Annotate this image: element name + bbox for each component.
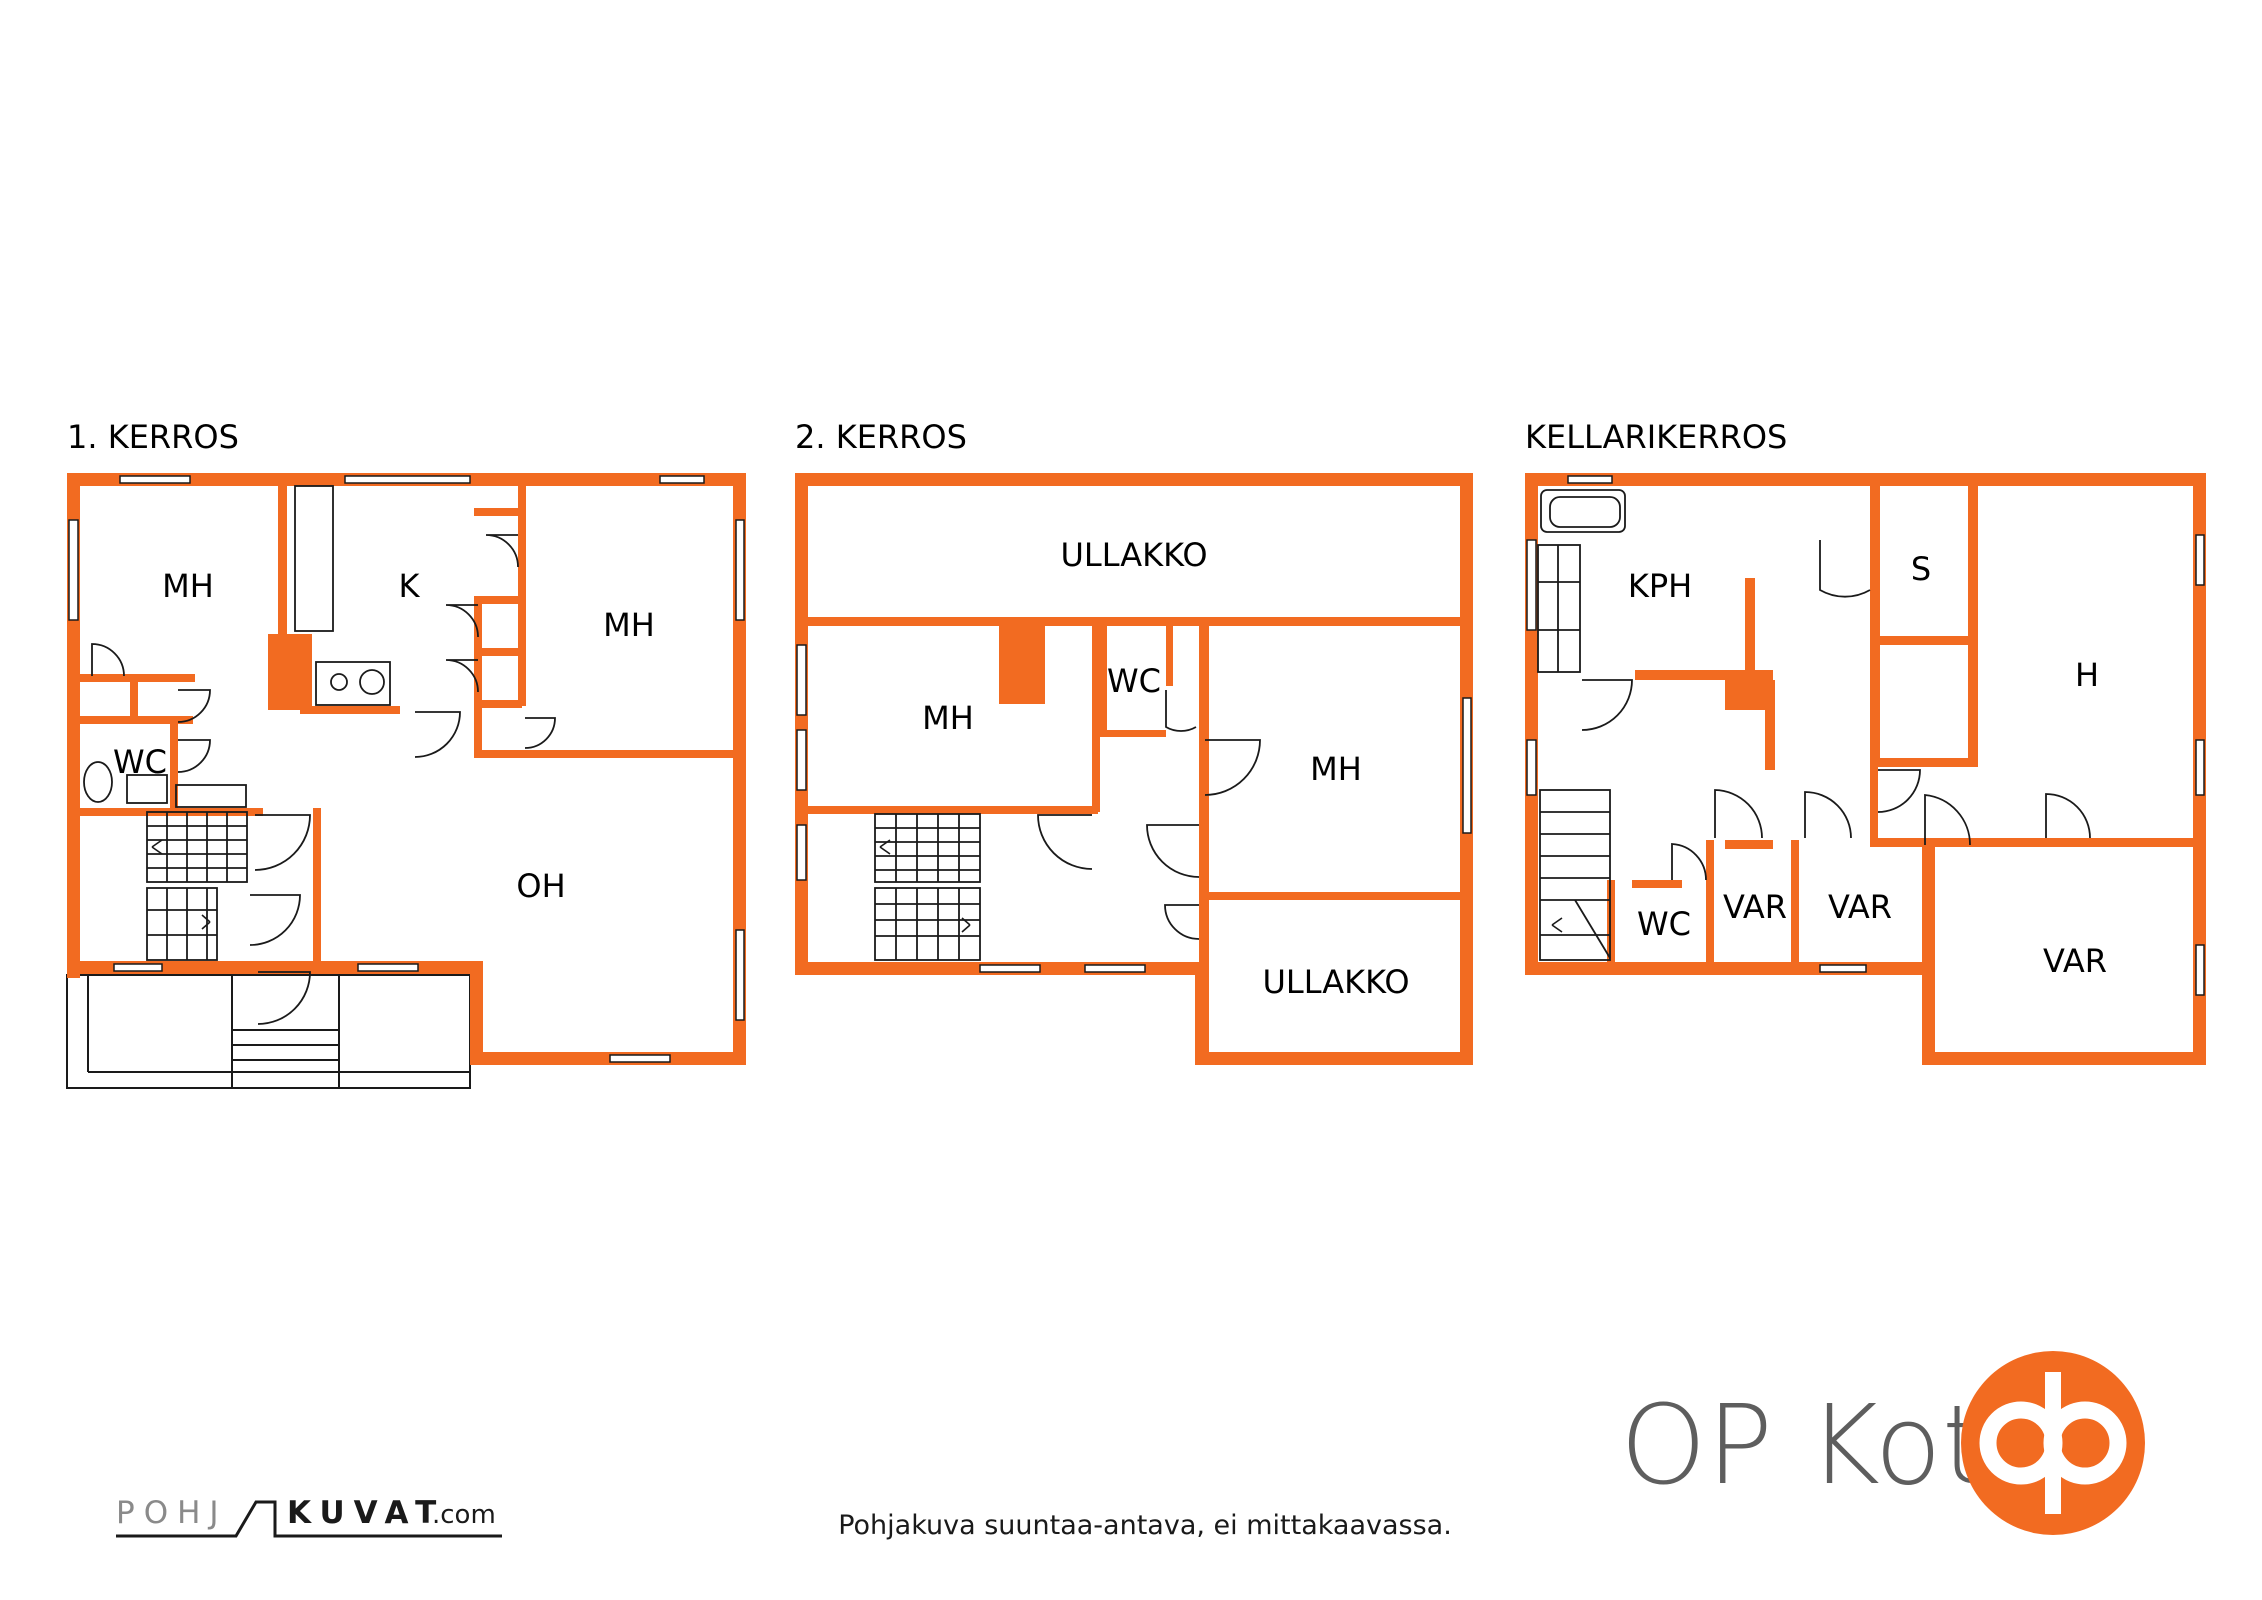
floor-2-room-labels: ULLAKKO MH WC MH ULLAKKO: [922, 536, 1409, 1001]
pohjakuvat-right-text: KUVAT: [287, 1495, 445, 1531]
floor-2-stair-arrows: [879, 839, 971, 933]
op-koti-brand: OP Koti: [1620, 1351, 2145, 1535]
room-label: VAR: [1723, 888, 1787, 926]
floor-1-terrace: [66, 974, 471, 1089]
room-label: WC: [1107, 662, 1161, 700]
pohjakuvat-left-text: POHJ: [116, 1495, 228, 1531]
floor-2-title: 2. KERROS: [795, 418, 967, 456]
room-label: ULLAKKO: [1262, 963, 1409, 1001]
pohjakuvat-underline-graphic: [116, 1500, 502, 1538]
room-label: MH: [1310, 750, 1362, 788]
basement-stair-arrow: [1551, 917, 1563, 933]
room-label: VAR: [2043, 942, 2107, 980]
room-label: K: [399, 567, 421, 605]
floor-2-windows: [796, 644, 1472, 973]
floor-2-plan: 2. KERROS: [795, 418, 1473, 1065]
room-label: OH: [516, 867, 565, 905]
floor-1-windows: [68, 475, 745, 1063]
room-label: MH: [603, 606, 655, 644]
room-label: H: [2075, 656, 2099, 694]
room-label: VAR: [1828, 888, 1892, 926]
room-label: WC: [113, 743, 167, 781]
op-logo-icon: [1961, 1351, 2145, 1535]
room-label: KPH: [1628, 567, 1692, 605]
pohjakuvat-suffix: .com: [432, 1500, 496, 1530]
basement-room-labels: KPH S H WC VAR VAR VAR: [1628, 550, 2107, 980]
floor-1-title: 1. KERROS: [67, 418, 239, 456]
floor-1-fixtures: [83, 485, 556, 1025]
room-label: S: [1911, 550, 1931, 588]
room-label: MH: [922, 699, 974, 737]
pohjakuvat-logo: POHJ KUVAT .com: [116, 1495, 502, 1538]
brand-name: OP Koti: [1620, 1381, 2016, 1509]
floor-1-stair-arrows: [151, 839, 211, 930]
floor-2-fixtures: [874, 690, 1261, 961]
basement-plan: KELLARIKERROS: [1525, 418, 2206, 1065]
basement-title: KELLARIKERROS: [1525, 418, 1787, 456]
floor-1-plan: 1. KERROS: [66, 418, 746, 1089]
disclaimer-text: Pohjakuva suuntaa-antava, ei mittakaavas…: [838, 1510, 1452, 1541]
basement-fixtures: [1537, 489, 2091, 961]
basement-windows: [1526, 475, 2205, 996]
floor-1-room-labels: MH K MH WC OH: [113, 567, 655, 905]
room-label: MH: [162, 567, 214, 605]
floor-1-walls: [67, 473, 746, 1065]
room-label: ULLAKKO: [1060, 536, 1207, 574]
room-label: WC: [1637, 905, 1691, 943]
